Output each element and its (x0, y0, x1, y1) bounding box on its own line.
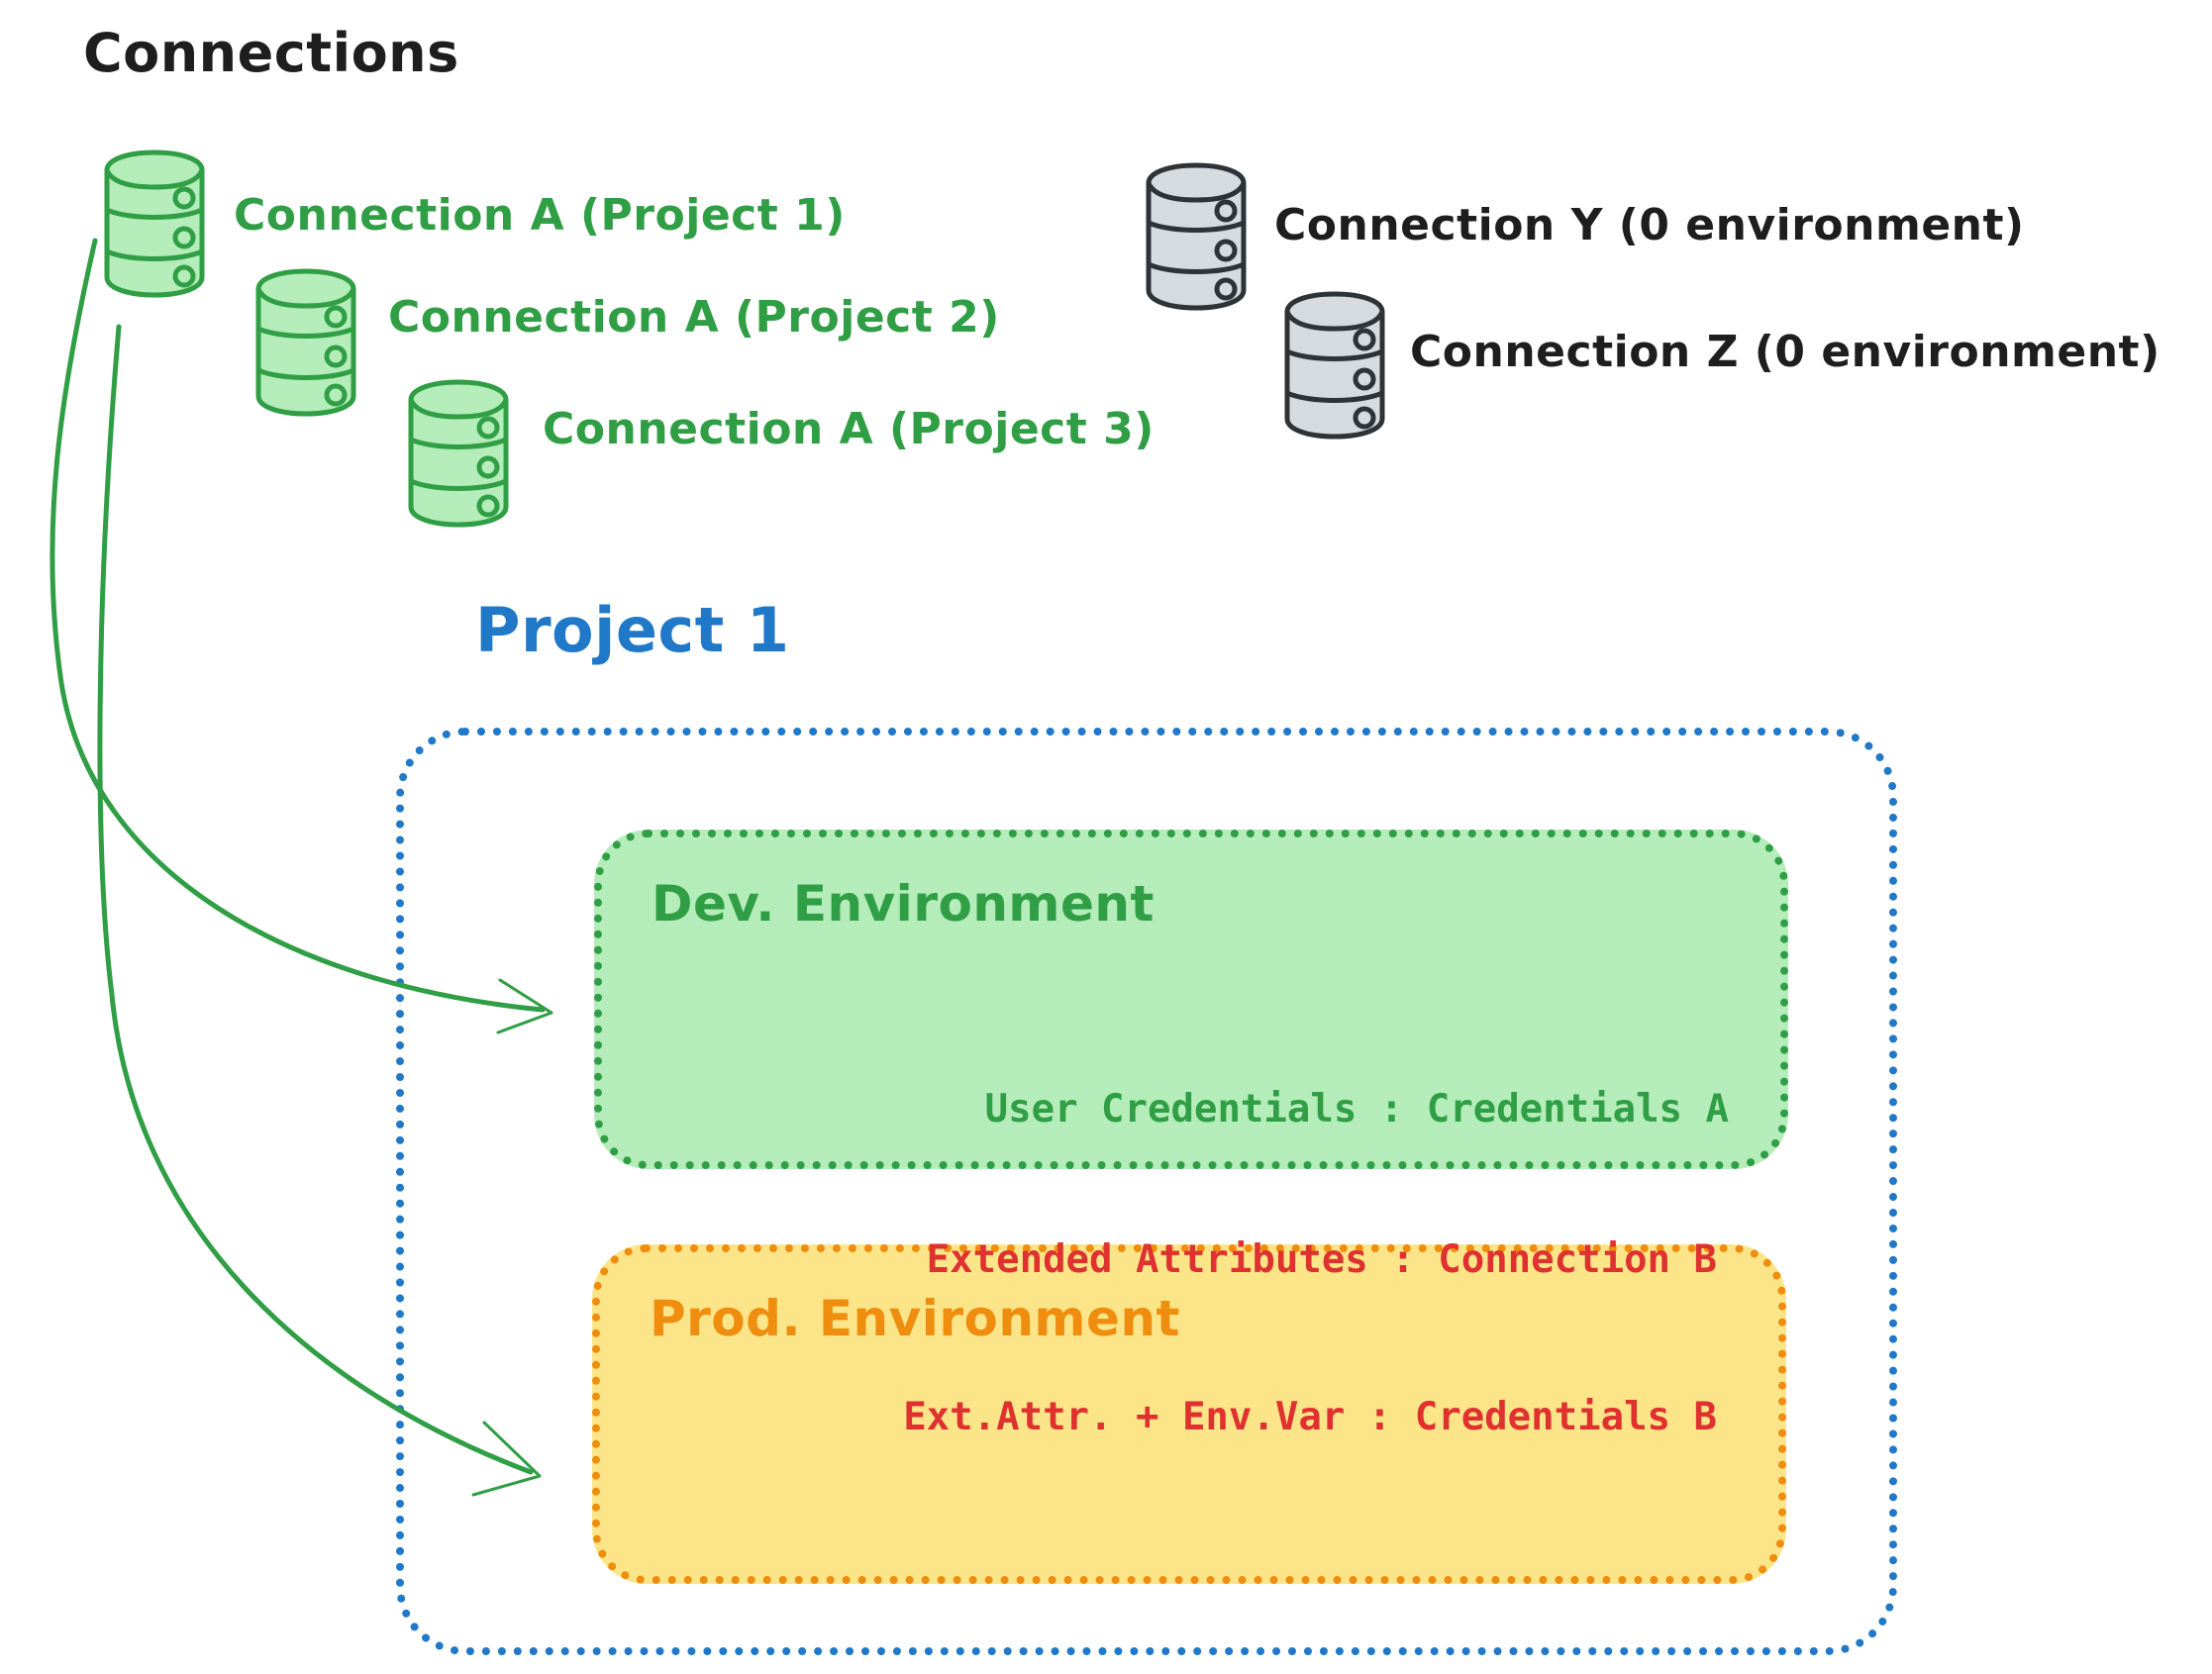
database-icon (104, 149, 205, 298)
connection-z-label: Connection Z (0 environment) (1410, 327, 2161, 377)
connection-y-label: Connection Y (0 environment) (1274, 200, 2025, 250)
database-icon (408, 379, 509, 528)
connection-a-project2-label: Connection A (Project 2) (388, 292, 1000, 343)
prod-credentials-text: Extended Attributes : Connection B Ext.A… (903, 1129, 1717, 1548)
prod-environment-title: Prod. Environment (650, 1290, 1180, 1347)
connection-a-project3-label: Connection A (Project 3) (543, 404, 1155, 454)
connection-a-project1-label: Connection A (Project 1) (234, 190, 846, 241)
database-icon (255, 268, 356, 417)
dev-environment-title: Dev. Environment (652, 875, 1155, 933)
prod-line-ext-attr-env-var: Ext.Attr. + Env.Var : Credentials B (903, 1395, 1717, 1439)
project-title: Project 1 (475, 594, 790, 666)
prod-line-extended-attributes: Extended Attributes : Connection B (926, 1237, 1717, 1282)
dev-environment-box: Dev. Environment User Credentials : Cred… (594, 830, 1788, 1169)
page-title: Connections (83, 22, 459, 84)
dev-credentials-text: User Credentials : Credentials A (984, 1087, 1729, 1132)
database-icon (1284, 291, 1385, 440)
database-icon (1146, 162, 1247, 311)
prod-environment-box: Prod. Environment Extended Attributes : … (592, 1237, 1786, 1584)
